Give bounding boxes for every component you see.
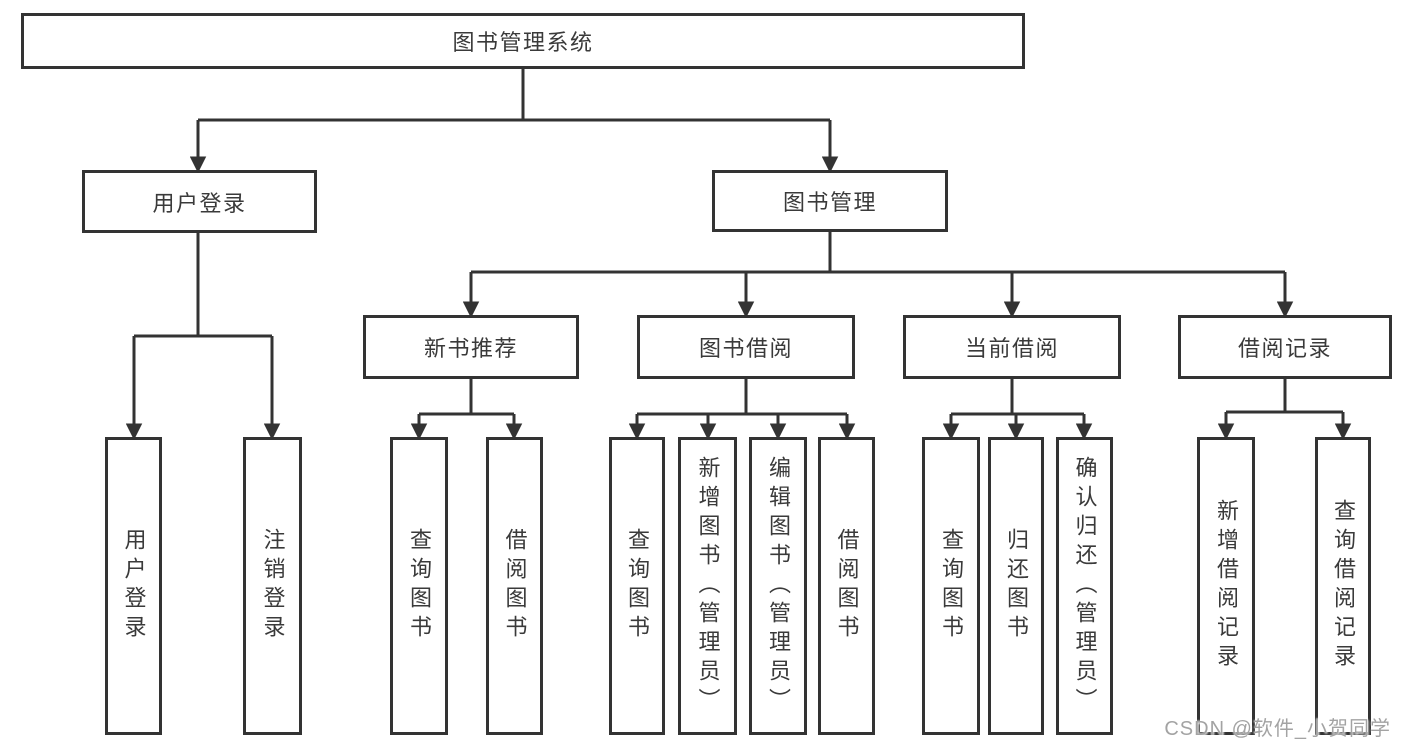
- node-current-borrowing: 当前借阅: [903, 315, 1121, 379]
- leaf-query-books-borrow: 查询图书: [609, 437, 665, 735]
- node-book-management: 图书管理: [712, 170, 948, 232]
- node-library-management-system: 图书管理系统: [21, 13, 1025, 69]
- node-borrowing-records: 借阅记录: [1178, 315, 1392, 379]
- leaf-borrow-books-recommend: 借阅图书: [486, 437, 543, 735]
- leaf-borrow-books: 借阅图书: [818, 437, 875, 735]
- leaf-query-books-recommend: 查询图书: [390, 437, 448, 735]
- leaf-confirm-return-admin: 确认归还（管理员）: [1056, 437, 1113, 735]
- leaf-query-books-current: 查询图书: [922, 437, 980, 735]
- leaf-add-borrow-record: 新增借阅记录: [1197, 437, 1255, 735]
- leaf-add-books-admin: 新增图书（管理员）: [678, 437, 737, 735]
- csdn-watermark: CSDN @软件_小贺同学: [1164, 718, 1391, 740]
- leaf-return-books: 归还图书: [988, 437, 1044, 735]
- leaf-edit-books-admin: 编辑图书（管理员）: [749, 437, 807, 735]
- node-book-borrowing: 图书借阅: [637, 315, 855, 379]
- leaf-logout: 注销登录: [243, 437, 302, 735]
- node-new-book-recommendation: 新书推荐: [363, 315, 579, 379]
- node-user-login: 用户登录: [82, 170, 317, 233]
- leaf-user-login: 用户登录: [105, 437, 162, 735]
- leaf-query-borrow-record: 查询借阅记录: [1315, 437, 1371, 735]
